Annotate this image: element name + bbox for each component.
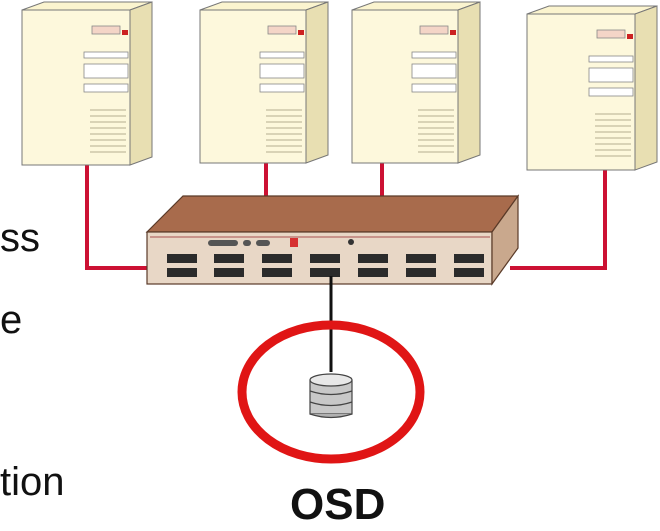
osd-label: OSD (290, 480, 386, 529)
network-switch-icon (145, 194, 520, 286)
switch-top (145, 195, 520, 233)
switch-side (491, 194, 519, 286)
server-4-icon (526, 5, 658, 171)
cropped-text-fragment-3: tion (0, 460, 65, 504)
server-3-icon (351, 1, 481, 164)
cropped-text-fragment-1: ss (0, 216, 40, 260)
server-1-icon (21, 1, 153, 166)
osd-highlight-ring (237, 320, 425, 464)
storage-disk-icon (309, 373, 353, 419)
network-links (85, 163, 607, 270)
switch-ports (167, 254, 484, 277)
cropped-text-fragment-2: e (0, 298, 23, 342)
server-2-icon (199, 1, 329, 164)
link-server-1 (85, 165, 148, 270)
link-server-4 (510, 170, 607, 270)
